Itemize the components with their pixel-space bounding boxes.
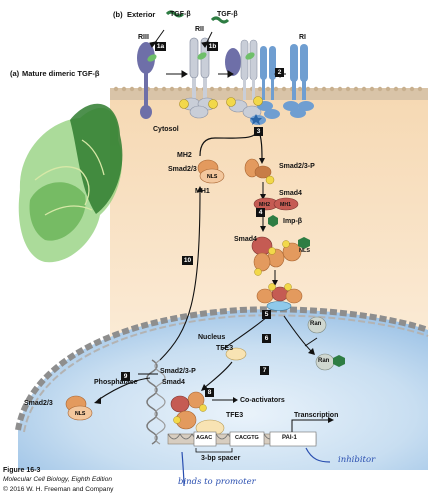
ran-gtp-glyph: [307, 316, 345, 371]
transcription-label: Transcription: [294, 412, 339, 419]
co-activators-label: Co-activators: [240, 397, 285, 404]
tfe3-label-2: TFE3: [226, 412, 244, 419]
ran-label-2: Ran: [318, 358, 330, 364]
smad23p-label: Smad2/3-P: [279, 163, 315, 170]
exterior-label: Exterior: [127, 10, 156, 19]
panel-a-title: Mature dimeric TGF-β: [22, 69, 100, 78]
arrow-phosphatase: [97, 377, 151, 401]
handwritten-note-inhibitor: inhibitor: [338, 455, 376, 465]
tgf-beta-label-2: TGF-β: [217, 11, 238, 18]
rII-label: RII: [195, 26, 204, 33]
arrow-smad-export-loop: [159, 189, 201, 361]
svg-text:NLS: NLS: [207, 174, 218, 180]
tgf-beta-dimer-structure: [18, 103, 123, 263]
handwritten-stroke-2: [305, 447, 331, 463]
rIII-label: RIII: [138, 34, 149, 41]
dna-vertical-strand: [146, 359, 166, 445]
spacer-label: 3-bp spacer: [201, 455, 241, 462]
nucleus-label: Nucleus: [198, 334, 226, 341]
step-6: 6: [262, 334, 271, 343]
smad4-label-2: Smad4: [234, 236, 257, 243]
smad23-cytosolic-glyph: NLS: [197, 159, 225, 184]
smad23-dephosphorylated-glyph: NLS: [65, 395, 93, 421]
smad4-glyph: MH2 MH1: [253, 197, 299, 211]
panel-b-label: (b): [113, 10, 123, 19]
figure-book: Molecular Cell Biology, Eighth Edition: [3, 476, 113, 483]
importin-beta-hexagon: [268, 215, 278, 227]
ran-label-1: Ran: [310, 321, 322, 327]
arrow-imp-release: [283, 315, 313, 353]
receptor-complex: [225, 39, 280, 125]
nuclear-envelope: [15, 306, 430, 431]
smad23-label: Smad2/3: [168, 166, 197, 173]
tgf-beta-ligands: [147, 10, 255, 62]
pai1-label: PAI-1: [282, 435, 297, 441]
handwritten-stroke-1: [181, 451, 185, 487]
step-10: 10: [182, 256, 193, 265]
mh2-label: MH2: [177, 152, 192, 159]
nls-label-trimer: NLS: [299, 248, 310, 254]
nuclear-import-complex: [256, 283, 303, 311]
mh1-label: MH1: [195, 188, 210, 195]
dna-helix: [167, 431, 317, 453]
rI-receptor: [283, 44, 314, 118]
step-1a: 1a: [155, 42, 166, 51]
cacgtg-label: CACGTG: [235, 435, 259, 441]
smad23p-glyph: [244, 158, 275, 185]
handwritten-note-promoter: binds to promoter: [178, 477, 256, 487]
imp-beta-label: Imp-β: [283, 218, 303, 225]
kinase-star: [250, 114, 262, 125]
step-4: 4: [256, 208, 265, 217]
step-5: 5: [262, 310, 271, 319]
arrow-receptor-to-smad: [199, 127, 259, 157]
smad4-label-1: Smad4: [279, 190, 302, 197]
phosphatase-label: Phosphatase: [94, 379, 138, 386]
receptor-phosphates: [179, 96, 263, 109]
tfe3-free-glyph: [225, 347, 247, 361]
dna-bound-complex: [170, 391, 225, 437]
figure-number: Figure 16-3: [3, 467, 41, 474]
step-7: 7: [260, 366, 269, 375]
step-1b: 1b: [207, 42, 218, 51]
smad4-label-nuc: Smad4: [162, 379, 185, 386]
nucleus-region: [18, 309, 428, 470]
rI-label: RI: [299, 34, 306, 41]
smad23-label-nuc: Smad2/3: [24, 400, 53, 407]
panel-a-label: (a): [10, 69, 20, 78]
arrow-into-nucleus: [221, 315, 269, 351]
nuclear-envelope-inner: [23, 314, 429, 433]
step-2: 2: [275, 68, 284, 77]
step-8: 8: [205, 388, 214, 397]
svg-text:MH1: MH1: [280, 202, 291, 208]
cytosol-label: Cytosol: [153, 126, 179, 133]
svg-text:MH2: MH2: [259, 202, 270, 208]
smad-trimer-complex: [251, 236, 310, 276]
tfe3-label-1: TFE3: [216, 345, 234, 352]
step-3: 3: [254, 127, 263, 136]
figure-copyright: © 2016 W. H. Freeman and Company: [3, 486, 114, 493]
tgf-beta-label-1: TGF-β: [170, 11, 191, 18]
smad23p-label-nuc: Smad2/3-P: [160, 368, 196, 375]
rIII-receptor: [137, 42, 155, 119]
agac-label: AGAC: [196, 435, 213, 441]
step-9: 9: [121, 372, 130, 381]
svg-text:NLS: NLS: [75, 411, 86, 417]
